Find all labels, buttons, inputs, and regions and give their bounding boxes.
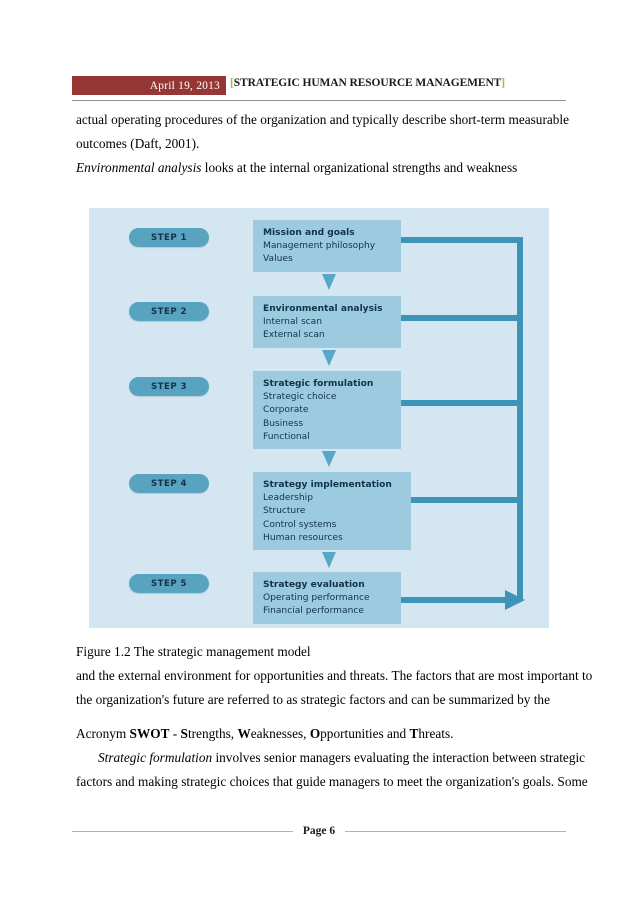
paragraph-line: Environmental analysis looks at the inte… [76,156,574,180]
footer-rule-right [345,830,567,832]
paragraph-line-rest: involves senior managers evaluating the … [212,750,586,765]
figure-box-item: External scan [263,330,325,341]
swot-prefix: Acronym [76,726,130,741]
footer-page-number: Page 6 [302,825,336,837]
step-pill-label: STEP 3 [151,381,187,392]
paragraph-line: the organization's future are referred t… [76,692,550,707]
paragraph-line: and the external environment for opportu… [76,668,593,683]
swot-w-rest: eaknesses, [250,726,310,741]
header-divider [72,100,566,101]
swot-o: O [309,726,321,741]
figure-box-item: Management philosophy [263,241,376,252]
step-pill-3: STEP 3 [129,377,209,396]
header-title: [STRATEGIC HUMAN RESOURCE MANAGEMENT] [230,77,505,89]
figure-box-item: Leadership [263,493,313,504]
figure-box-item: Financial performance [263,606,364,617]
figure-box-strategy-implementation: Strategy implementation Leadership Struc… [253,472,411,550]
step-pill-4: STEP 4 [129,474,209,493]
swot-o-rest: pportunities and [320,726,410,741]
swot-s: S [180,726,188,741]
paragraph-line: Strategic formulation involves senior ma… [76,746,585,770]
step-pill-1: STEP 1 [129,228,209,247]
flow-arrow-down-3 [321,450,337,468]
step-pill-2: STEP 2 [129,302,209,321]
paragraph-top: actual operating procedures of the organ… [76,108,574,180]
paragraph-line: actual operating procedures of the organ… [76,112,570,127]
figure-box-strategic-formulation: Strategic formulation Strategic choice C… [253,371,401,449]
figure-caption: Figure 1.2 The strategic management mode… [76,644,311,659]
figure-box-item: Functional [263,431,310,442]
term-environmental-analysis: Environmental analysis [76,160,202,175]
step-pill-label: STEP 1 [151,232,187,243]
figure-caption-block: Figure 1.2 The strategic management mode… [76,640,593,712]
figure-box-title: Strategy implementation [263,480,392,490]
figure-box-item: Operating performance [263,593,370,604]
header-bracket-open: [ [230,77,234,89]
figure-box-title: Strategic formulation [263,379,374,389]
header-title-text: STRATEGIC HUMAN RESOURCE MANAGEMENT [233,77,502,89]
flow-arrow-down-4 [321,551,337,569]
step-pill-label: STEP 4 [151,478,187,489]
footer-rule-left [72,830,293,832]
swot-w: W [237,726,251,741]
figure-box-item: Structure [263,506,306,517]
figure-strategic-management-model: STEP 1 STEP 2 STEP 3 STEP 4 STEP 5 Missi… [89,208,549,628]
figure-box-environmental-analysis: Environmental analysis Internal scan Ext… [253,296,401,348]
step-pill-label: STEP 5 [151,578,187,589]
paragraph-line: outcomes (Daft, 2001). [76,136,200,151]
step-pill-label: STEP 2 [151,306,187,317]
figure-box-title: Strategy evaluation [263,580,365,590]
swot-dash: - [169,726,181,741]
swot-acronym: SWOT [129,726,170,741]
figure-box-item: Corporate [263,405,309,416]
paragraph-line: factors and making strategic choices tha… [76,774,588,789]
figure-box-item: Human resources [263,532,343,543]
swot-s-rest: trengths, [187,726,238,741]
header-date: April 19, 2013 [149,79,220,92]
page-header: April 19, 2013 [STRATEGIC HUMAN RESOURCE… [72,76,566,98]
figure-box-mission-and-goals: Mission and goals Management philosophy … [253,220,401,272]
term-strategic-formulation: Strategic formulation [98,750,213,765]
swot-t: T [409,726,419,741]
figure-box-item: Internal scan [263,317,323,328]
figure-box-title: Mission and goals [263,228,355,238]
figure-box-item: Control systems [263,519,337,530]
figure-box-item: Business [263,418,304,429]
step-pill-5: STEP 5 [129,574,209,593]
swot-t-rest: hreats. [418,726,454,741]
figure-box-item: Strategic choice [263,392,337,403]
figure-box-strategy-evaluation: Strategy evaluation Operating performanc… [253,572,401,624]
figure-box-item: Values [263,254,293,265]
figure-box-title: Environmental analysis [263,304,383,314]
header-date-band: April 19, 2013 [72,76,226,95]
flow-arrow-down-2 [321,349,337,367]
flow-arrow-down-1 [321,273,337,291]
page-footer: Page 6 [72,823,567,839]
swot-line: Acronym SWOT - Strengths, Weaknesses, Op… [76,722,574,746]
paragraph-line-rest: looks at the internal organizational str… [201,160,518,175]
header-bracket-close: ] [501,77,505,89]
paragraph-bottom: Acronym SWOT - Strengths, Weaknesses, Op… [76,722,588,794]
